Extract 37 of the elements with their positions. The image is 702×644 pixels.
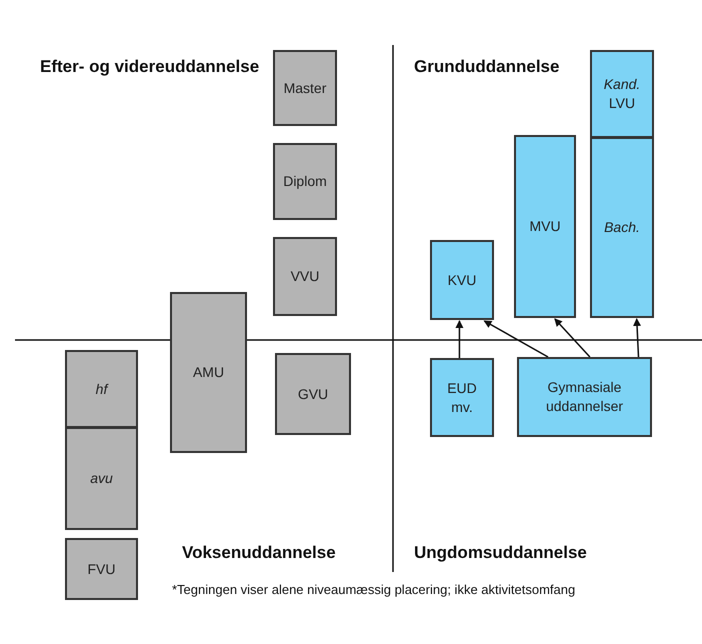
level-box (65, 350, 138, 428)
level-box (430, 240, 494, 320)
section-heading: Voksenuddannelse (182, 543, 336, 563)
level-box (590, 137, 654, 318)
level-box (273, 50, 337, 126)
box-label: GVU (298, 384, 328, 404)
arrow (633, 318, 642, 358)
level-box (65, 427, 138, 530)
box-label: Master (284, 78, 326, 98)
box-label: hf (96, 380, 108, 398)
level-box (590, 50, 654, 138)
arrow (554, 318, 590, 358)
box-label: Gymnasiale uddannelser (544, 378, 624, 416)
level-box (514, 135, 576, 318)
section-heading: Grunduddannelse (414, 57, 560, 77)
level-box (170, 292, 247, 453)
box-label: AMU (192, 363, 224, 382)
level-box (517, 357, 652, 437)
box-label: Kand. LVU (602, 75, 642, 113)
level-box (65, 538, 138, 600)
box-label: FVU (88, 560, 116, 578)
section-heading: Efter- og videreuddannelse (40, 57, 260, 77)
footnote: *Tegningen viser alene niveaumæssig placering; ikke aktivitetsomfang (172, 582, 576, 597)
arrow (484, 320, 548, 358)
box-label: KVU (448, 270, 476, 290)
box-label: VVU (290, 267, 320, 286)
box-label: Diplom (283, 172, 327, 191)
arrow (455, 320, 464, 358)
level-box (430, 358, 494, 437)
box-label: EUD mv. (446, 378, 478, 416)
level-box (273, 237, 337, 316)
level-box (273, 143, 337, 220)
box-label: MVU (529, 217, 561, 236)
box-label: avu (90, 469, 113, 488)
section-heading: Ungdomsuddannelse (414, 543, 587, 563)
level-box (275, 353, 351, 435)
box-label: Bach. (604, 218, 640, 237)
